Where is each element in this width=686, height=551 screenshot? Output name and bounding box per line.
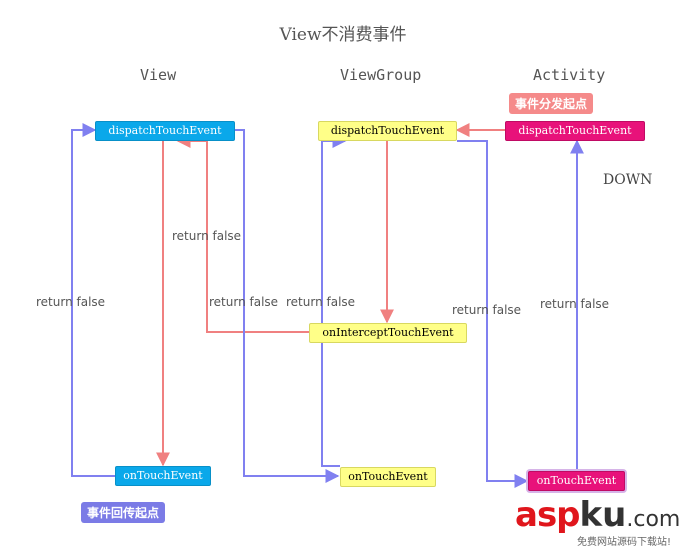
arrow-vg-dispatch-return [457,140,529,488]
watermark-dot: .com [626,507,681,532]
watermark-ku: ku [579,495,627,535]
edge-label-return-false: return false [172,229,242,243]
watermark-brand: asp [515,495,581,535]
viewgroup-ontouch-node: onTouchEvent [340,467,436,487]
viewgroup-intercept-node: onInterceptTouchEvent [309,323,467,343]
view-ontouch-node: onTouchEvent [115,466,211,486]
down-label: DOWN [603,172,653,188]
edge-label-return-false: return false [209,295,279,309]
edge-label-return-false: return false [286,295,356,309]
arrow-intercept-to-view-dispatch [176,134,309,333]
column-label-viewgroup: ViewGroup [340,66,422,84]
viewgroup-dispatch-node: dispatchTouchEvent [318,121,457,141]
view-dispatch-node: dispatchTouchEvent [95,121,235,141]
activity-dispatch-node: dispatchTouchEvent [505,121,645,141]
arrow-vg-ontouch-return [321,134,347,467]
diagram-title: View不消费事件 [279,25,407,45]
watermark-subtitle: 免费网站源码下载站! [577,537,672,548]
edge-label-return-false: return false [452,303,522,317]
backtrack-start-badge: 事件回传起点 [81,502,166,523]
dispatch-start-badge: 事件分发起点 [509,93,594,114]
arrow-view-dispatch-return [235,129,340,483]
edge-label-return-false: return false [540,297,610,311]
column-label-activity: Activity [533,66,606,84]
watermark-logo: aspku.com 免费网站源码下载站! [515,495,681,548]
column-label-view: View [140,66,177,84]
activity-ontouch-node: onTouchEvent [528,471,625,491]
edge-label-return-false: return false [36,295,106,309]
arrow-view-ontouch-return [71,123,115,477]
